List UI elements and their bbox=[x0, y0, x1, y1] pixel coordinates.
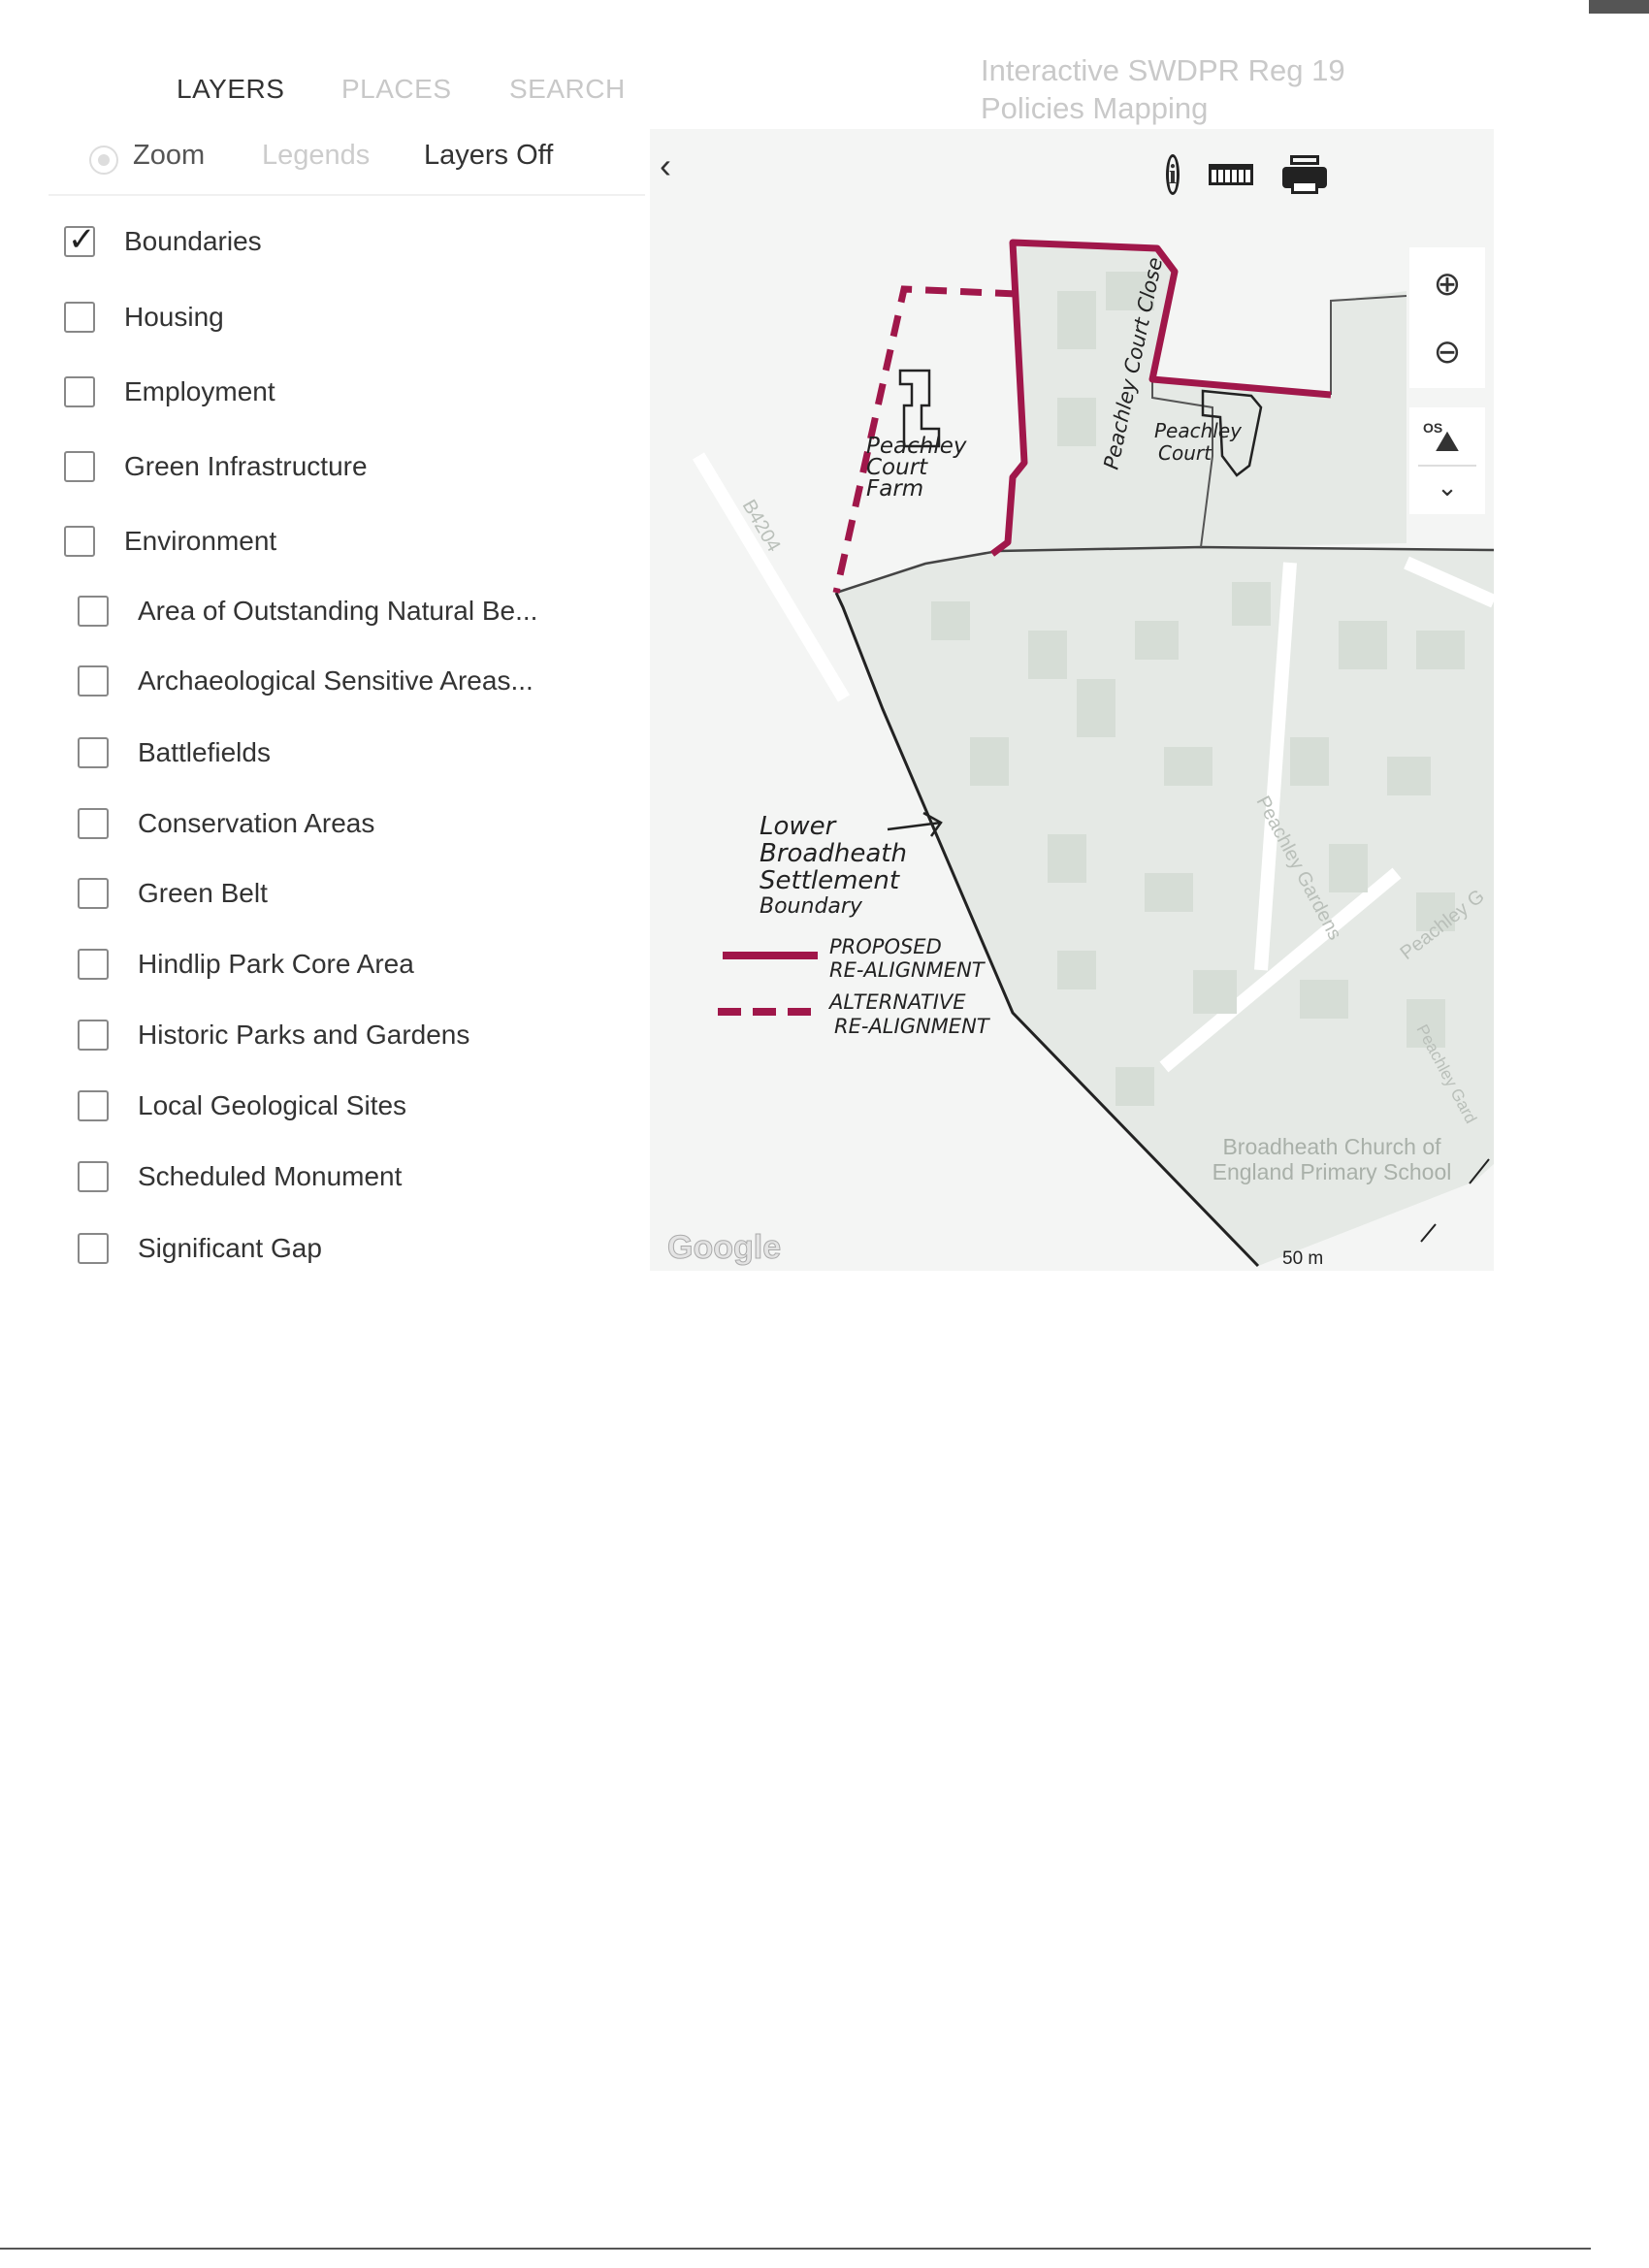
zoom-button[interactable]: Zoom bbox=[133, 140, 206, 171]
page-title: Interactive SWDPR Reg 19 Policies Mapping bbox=[981, 51, 1345, 127]
arrow-icon bbox=[887, 811, 943, 837]
zoom-in-icon[interactable]: ⊕ bbox=[1433, 265, 1462, 303]
layer-item[interactable]: Scheduled Monument bbox=[78, 1161, 402, 1192]
layer-label: Conservation Areas bbox=[138, 808, 375, 838]
layer-item[interactable]: Boundaries bbox=[64, 220, 262, 259]
alternative-label-2: RE-ALIGNMENT bbox=[834, 1015, 991, 1038]
layer-label: Local Geological Sites bbox=[138, 1090, 407, 1120]
layer-checkbox[interactable] bbox=[64, 526, 95, 557]
layer-checkbox[interactable] bbox=[64, 376, 95, 407]
layer-item[interactable]: Housing bbox=[64, 302, 224, 333]
roads bbox=[692, 452, 1497, 1073]
layer-item[interactable]: Archaeological Sensitive Areas... bbox=[78, 665, 534, 697]
divider bbox=[48, 194, 645, 196]
layer-label: Area of Outstanding Natural Be... bbox=[138, 596, 538, 626]
court-boundary bbox=[1151, 379, 1213, 548]
title-line-1: Interactive SWDPR Reg 19 bbox=[981, 53, 1345, 87]
layer-checkbox[interactable] bbox=[78, 737, 109, 768]
proposed-label-2: RE-ALIGNMENT bbox=[829, 958, 986, 982]
proposed-label-1: PROPOSED bbox=[829, 935, 942, 958]
locate-icon bbox=[89, 146, 118, 175]
layer-label: Significant Gap bbox=[138, 1233, 322, 1263]
farm-building-sketch bbox=[898, 369, 941, 448]
layer-item[interactable]: Area of Outstanding Natural Be... bbox=[78, 596, 537, 627]
google-logo: Google bbox=[667, 1229, 781, 1266]
layer-label: Archaeological Sensitive Areas... bbox=[138, 665, 534, 696]
layer-item[interactable]: Battlefields bbox=[78, 737, 271, 768]
scale-ticks bbox=[1420, 1158, 1490, 1243]
mountain-icon: ⛰ bbox=[1435, 425, 1460, 458]
settlement-label-2: Broadheath bbox=[760, 839, 907, 868]
layer-label: Green Belt bbox=[138, 878, 268, 908]
layers-off-button[interactable]: Layers Off bbox=[424, 140, 554, 171]
layer-checkbox[interactable] bbox=[64, 451, 95, 482]
os-label: OS bbox=[1423, 419, 1443, 436]
scan-edge-bottom bbox=[0, 2248, 1591, 2250]
layer-item[interactable]: Green Belt bbox=[78, 878, 268, 909]
layer-item[interactable]: Green Infrastructure bbox=[64, 451, 368, 482]
farm-label-2: Court bbox=[866, 455, 928, 480]
basemap-control[interactable]: OS ⛰ ⌄ bbox=[1409, 407, 1485, 514]
alternative-label-1: ALTERNATIVE bbox=[827, 990, 966, 1014]
layer-item[interactable]: Conservation Areas bbox=[78, 808, 374, 839]
layer-item[interactable]: Employment bbox=[64, 376, 275, 407]
layer-checkbox[interactable] bbox=[64, 302, 95, 333]
settlement-label-1: Lower bbox=[760, 812, 838, 841]
layer-label: Employment bbox=[124, 376, 275, 406]
layer-label: Battlefields bbox=[138, 737, 271, 767]
layer-item[interactable]: Hindlip Park Core Area bbox=[78, 949, 414, 980]
east-boundary bbox=[1330, 295, 1407, 395]
settlement-boundary-line bbox=[834, 592, 1260, 1268]
layer-checkbox[interactable] bbox=[78, 1020, 109, 1051]
title-line-2: Policies Mapping bbox=[981, 91, 1209, 125]
map-toolbar: i bbox=[1166, 136, 1327, 213]
layer-label: Hindlip Park Core Area bbox=[138, 949, 414, 979]
court-label-1: Peachley bbox=[1154, 419, 1243, 442]
tab-layers[interactable]: LAYERS bbox=[177, 74, 285, 104]
farm-label-3: Farm bbox=[866, 476, 923, 502]
layer-item[interactable]: Environment bbox=[64, 526, 276, 557]
school-label-2: England Primary School bbox=[1212, 1159, 1452, 1184]
layer-checkbox[interactable] bbox=[78, 1090, 109, 1121]
school-label-1: Broadheath Church of bbox=[1222, 1134, 1441, 1159]
settlement-label-4: Boundary bbox=[760, 894, 863, 919]
ruler-icon[interactable] bbox=[1208, 164, 1253, 185]
info-icon[interactable]: i bbox=[1166, 154, 1180, 195]
scan-edge bbox=[1589, 0, 1649, 14]
collapse-panel-button[interactable]: ‹ bbox=[660, 146, 671, 185]
layer-checkbox[interactable] bbox=[64, 220, 96, 259]
layer-label: Green Infrastructure bbox=[124, 451, 368, 481]
tab-search[interactable]: SEARCH bbox=[509, 74, 626, 104]
layer-label: Scheduled Monument bbox=[138, 1161, 403, 1191]
chevron-down-icon[interactable]: ⌄ bbox=[1437, 471, 1458, 502]
farm-label-1: Peachley bbox=[866, 434, 967, 459]
layer-checkbox[interactable] bbox=[78, 596, 109, 627]
alternative-realignment-line bbox=[832, 285, 1018, 594]
court-building-sketch bbox=[1201, 389, 1263, 477]
zoom-controls: ⊕ ⊖ bbox=[1409, 247, 1485, 388]
layer-checkbox[interactable] bbox=[78, 1233, 109, 1264]
zoom-out-icon[interactable]: ⊖ bbox=[1433, 333, 1462, 371]
layer-checkbox[interactable] bbox=[78, 878, 109, 909]
layer-label: Housing bbox=[124, 302, 224, 332]
court-label-2: Court bbox=[1158, 441, 1212, 465]
layer-item[interactable]: Significant Gap bbox=[78, 1233, 322, 1264]
layer-checkbox[interactable] bbox=[78, 949, 109, 980]
legends-button[interactable]: Legends bbox=[262, 140, 371, 171]
buildings bbox=[931, 272, 1465, 1106]
proposed-realignment-line bbox=[989, 239, 1332, 557]
print-icon[interactable] bbox=[1281, 155, 1327, 194]
layer-label: Environment bbox=[124, 526, 277, 556]
layer-checkbox[interactable] bbox=[78, 808, 109, 839]
layer-checkbox[interactable] bbox=[78, 1161, 109, 1192]
tab-places[interactable]: PLACES bbox=[341, 74, 452, 104]
scale-label: 50 m bbox=[1282, 1248, 1323, 1269]
layer-label: Boundaries bbox=[124, 226, 262, 256]
layer-checkbox[interactable] bbox=[78, 665, 109, 697]
layer-item[interactable]: Historic Parks and Gardens bbox=[78, 1020, 469, 1051]
settlement-label-3: Settlement bbox=[760, 866, 900, 895]
layer-label: Historic Parks and Gardens bbox=[138, 1020, 470, 1050]
layer-item[interactable]: Local Geological Sites bbox=[78, 1090, 406, 1121]
